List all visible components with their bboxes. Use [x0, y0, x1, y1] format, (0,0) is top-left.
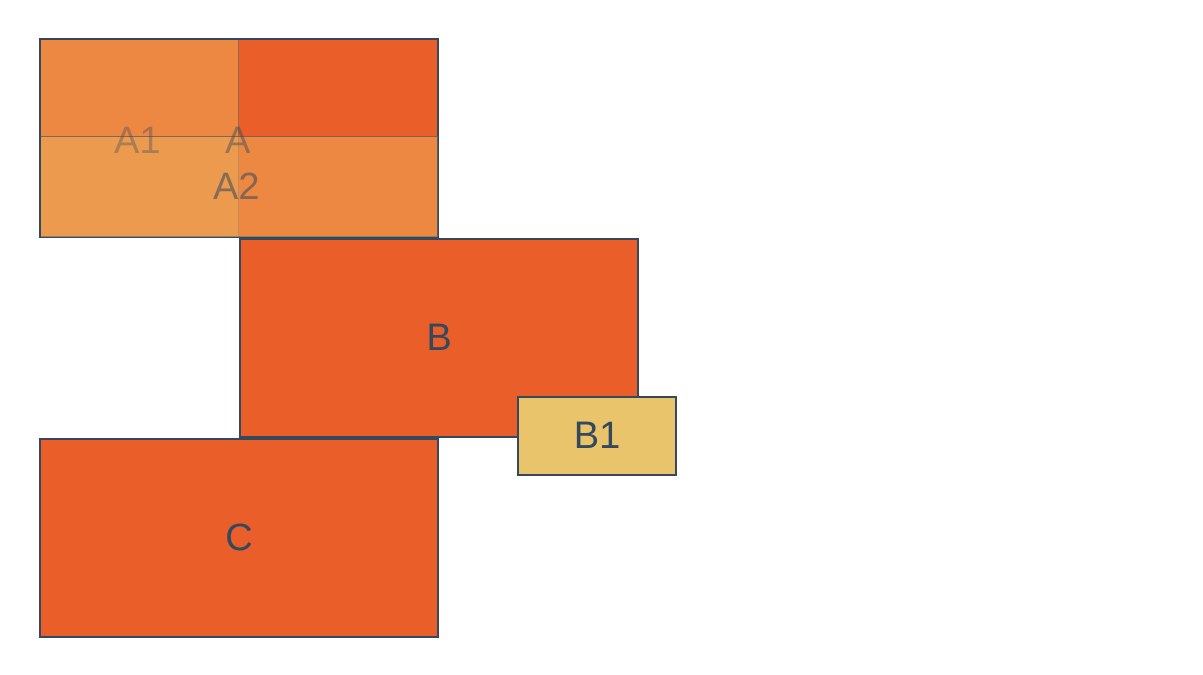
- box-c-label: C: [225, 516, 253, 559]
- box-a2: [41, 136, 438, 237]
- box-a2-label: A2: [213, 166, 260, 208]
- box-b1: B1: [517, 396, 677, 476]
- box-a1-label: A1: [114, 120, 161, 162]
- box-b1-label: B1: [573, 414, 621, 457]
- box-c: C: [39, 438, 439, 638]
- box-b-label: B: [426, 316, 452, 359]
- box-a-label: A: [225, 120, 251, 162]
